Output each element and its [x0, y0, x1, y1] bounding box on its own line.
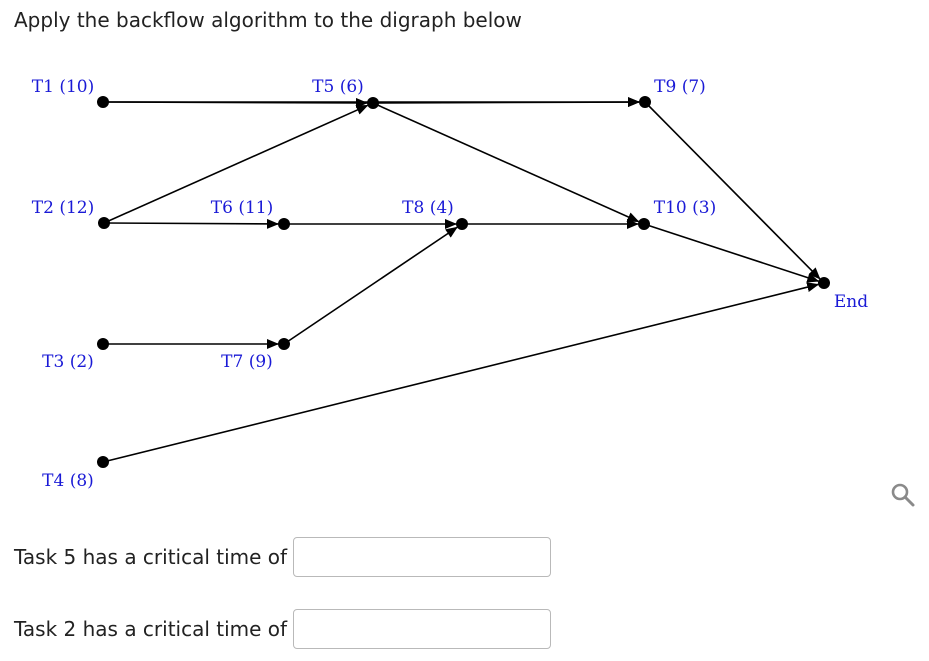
node-label-t9: T9 (7) [654, 77, 706, 97]
task2-critical-time-input[interactable] [293, 609, 552, 649]
task5-critical-time-input[interactable] [293, 537, 552, 577]
edge-t10-to-end [643, 223, 820, 283]
node-t6 [278, 218, 290, 230]
node-label-t7: T7 (9) [221, 352, 273, 372]
labels-layer: T1 (10) T2 (12) T3 (2) T4 (8) T5 (6) T6 (11) T… [32, 77, 868, 491]
node-end [818, 277, 830, 289]
node-label-t5: T5 (6) [312, 77, 364, 97]
node-label-t4: T4 (8) [42, 471, 94, 491]
answer-prompt-task2: Task 2 has a critical time of [14, 617, 288, 641]
digraph: T1 (10) T2 (12) T3 (2) T4 (8) T5 (6) T6 (11) T… [32, 77, 868, 491]
answer-row-task2: Task 2 has a critical time of [14, 607, 552, 651]
node-label-t1: T1 (10) [32, 77, 94, 97]
question-title: Apply the backflow algorithm to the digr… [14, 8, 522, 32]
edge-t2-to-t6 [103, 218, 280, 229]
node-t3 [97, 338, 109, 350]
node-t2 [98, 217, 110, 229]
edge-t5-to-t10 [372, 102, 640, 223]
edge-t7-to-t8 [283, 226, 458, 345]
node-t10 [638, 218, 650, 230]
answer-row-task5: Task 5 has a critical time of [14, 535, 552, 579]
edges-layer [102, 97, 821, 463]
edge-t4-to-end [102, 282, 820, 463]
edge-t2-to-t5 [103, 104, 369, 224]
node-t4 [97, 456, 109, 468]
node-label-t2: T2 (12) [32, 198, 94, 218]
node-label-t10: T10 (3) [654, 198, 716, 218]
node-label-t6: T6 (11) [211, 198, 273, 218]
node-t1 [97, 96, 109, 108]
edge-t9-to-end [644, 101, 821, 280]
node-label-t3: T3 (2) [42, 352, 94, 372]
magnifier-icon[interactable] [889, 481, 917, 509]
answer-prompt-task5: Task 5 has a critical time of [14, 545, 288, 569]
edge-t5-to-t9 [372, 97, 641, 108]
node-label-end: End [834, 292, 868, 312]
node-t8 [456, 218, 468, 230]
node-label-t8: T8 (4) [402, 198, 454, 218]
node-t7 [278, 338, 290, 350]
node-t5 [367, 97, 379, 109]
nodes-layer [97, 96, 830, 468]
node-t9 [639, 96, 651, 108]
